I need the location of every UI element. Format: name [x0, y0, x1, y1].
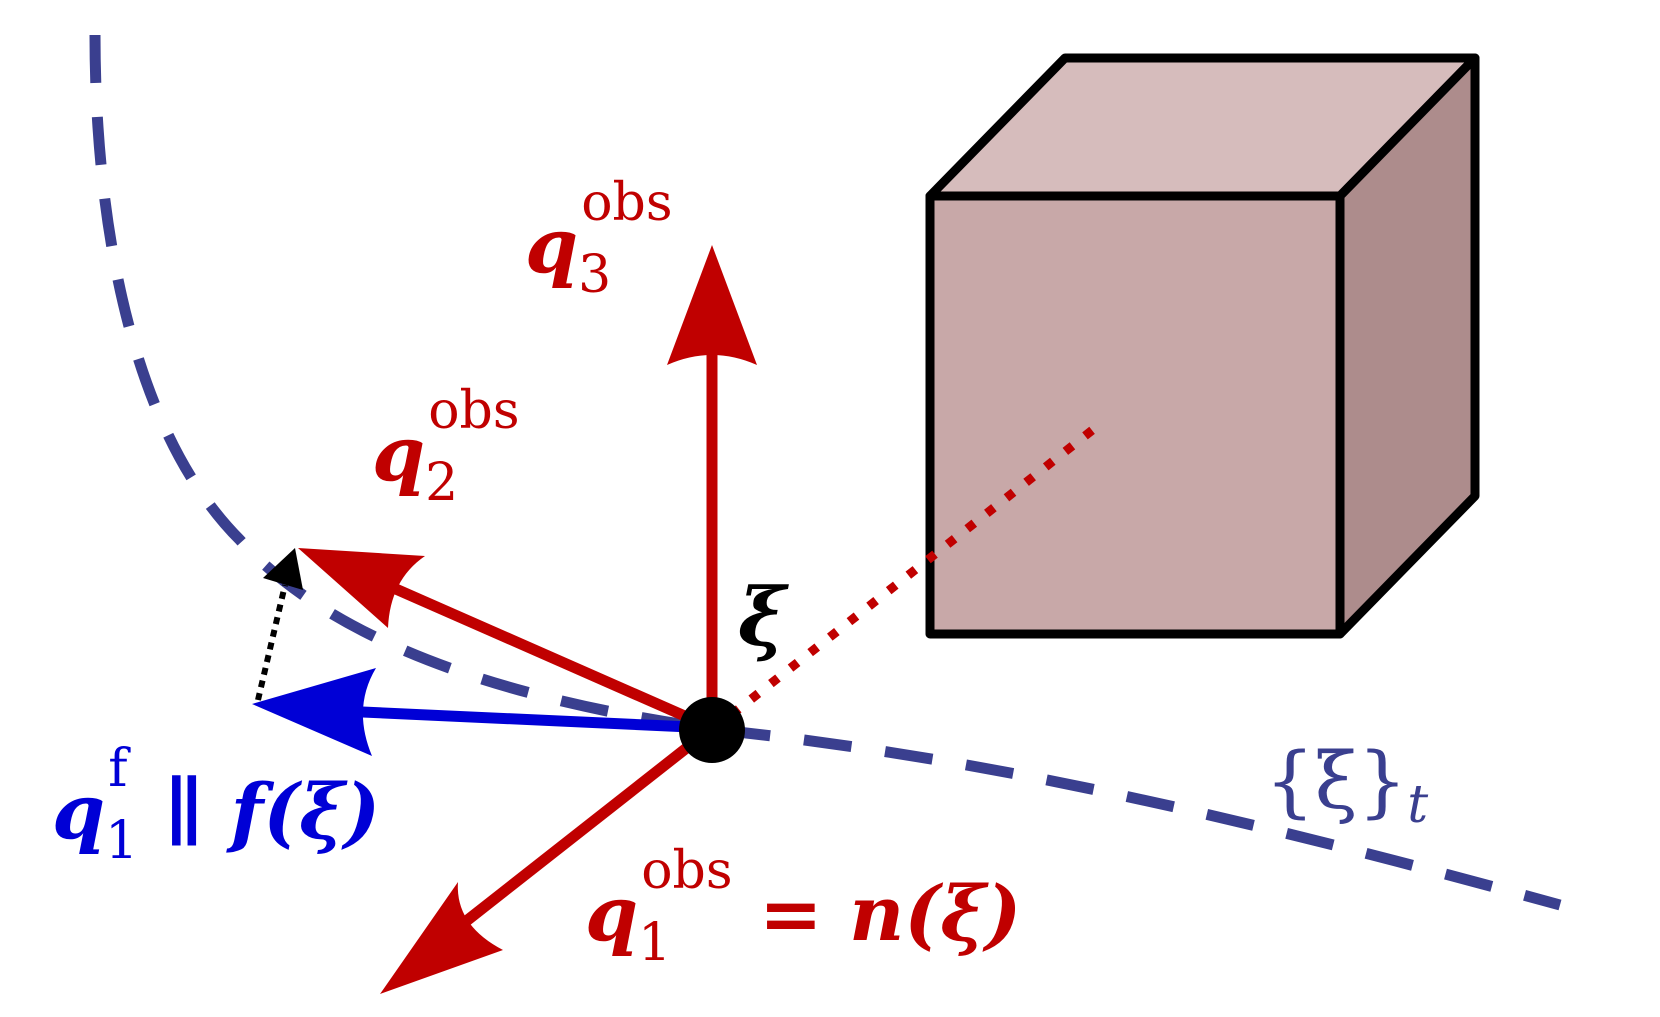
label-qf: q1f ∥ f(ξ) [52, 739, 380, 871]
label-q1: q1obs = n(ξ) [585, 841, 1021, 973]
projection-arrowhead [263, 548, 303, 590]
obstacle-cube [925, 53, 1480, 639]
qf-arrow [252, 668, 713, 756]
label-q2: q2obs [372, 381, 520, 513]
projection-dotted-line [255, 584, 288, 701]
q2-arrow [298, 548, 715, 734]
label-trajectory: {ξ}t [1265, 737, 1428, 835]
trajectory-curve [89, 34, 1562, 911]
label-xi: ξ [738, 570, 789, 664]
q3-arrow [667, 245, 757, 728]
point-xi [679, 697, 745, 763]
distance-dotted-line [709, 424, 1098, 734]
cube-front-face [925, 191, 1345, 639]
label-q3: q3obs [525, 173, 673, 305]
q1-arrow [380, 723, 716, 994]
